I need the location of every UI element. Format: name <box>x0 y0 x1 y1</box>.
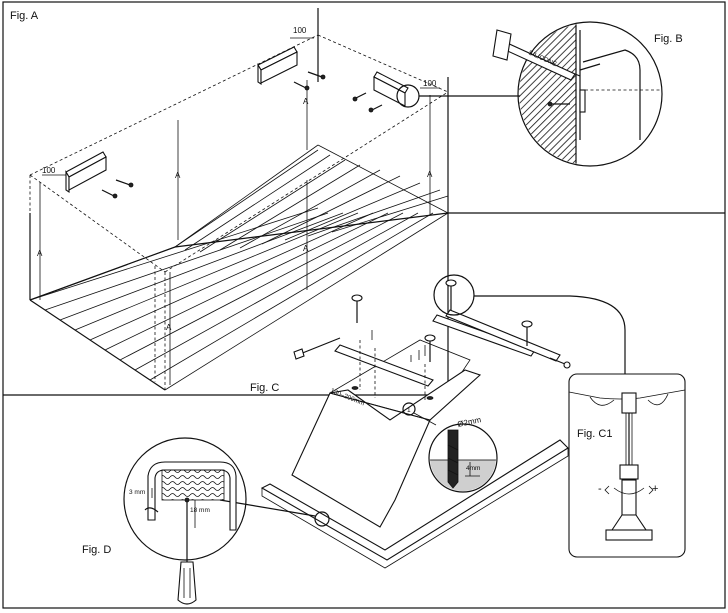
floor-planks <box>29 144 449 391</box>
fig-c: Fig. C <box>219 274 626 569</box>
wall-bracket: 100 <box>352 71 520 113</box>
height-label: A <box>166 323 172 332</box>
fig-c-label: Fig. C <box>250 382 279 394</box>
fig-c1-label: Fig. C1 <box>577 428 612 440</box>
tub-outline-dashed <box>29 34 449 390</box>
fig-b-label: Fig. B <box>654 33 683 45</box>
fig-d-label: Fig. D <box>82 544 111 556</box>
fig-b: Fig. B SILICONE <box>492 21 683 167</box>
foot-bolt <box>445 279 457 310</box>
foot-bolt <box>424 334 436 362</box>
fig-d-circle <box>123 437 247 561</box>
bracket-offset-label: 100 <box>423 79 437 88</box>
drill-depth-label: 4mm <box>466 465 480 472</box>
adjust-plus: + <box>652 483 658 495</box>
leg-callout <box>433 274 475 316</box>
fig-a: Fig. A <box>10 8 520 391</box>
rim-callout <box>314 511 330 527</box>
bracket-offset-label: 100 <box>42 166 56 175</box>
bracket-offset-label: 100 <box>293 26 307 35</box>
height-markers: A A A A A A <box>37 80 433 385</box>
height-label: A <box>175 171 181 180</box>
screw-depth-label: 18 mm <box>190 507 210 514</box>
fig-c1: Fig. C1 - + <box>568 373 686 558</box>
foot-bolt <box>521 320 533 346</box>
screw-gap-label: 3 mm <box>129 489 145 496</box>
height-label: A <box>303 97 309 106</box>
fig-d: Fig. D 3 mm 18 mm <box>82 437 247 605</box>
fig-a-label: Fig. A <box>10 10 39 22</box>
fig-b-circle <box>517 21 663 167</box>
panel-divider-a <box>3 212 725 396</box>
adjust-minus: - <box>598 483 602 495</box>
drill-diameter-label: Ø2mm <box>457 415 483 429</box>
height-label: A <box>427 170 433 179</box>
hole-marker: 1 <box>407 407 411 414</box>
drill-detail-circle <box>428 423 498 493</box>
height-label: A <box>303 244 309 253</box>
height-label: A <box>37 249 43 258</box>
foot-bolt <box>351 294 363 323</box>
hole-callout <box>402 402 416 416</box>
wall-bracket: 100 <box>257 26 326 91</box>
wall-bracket: 100 <box>42 151 134 199</box>
